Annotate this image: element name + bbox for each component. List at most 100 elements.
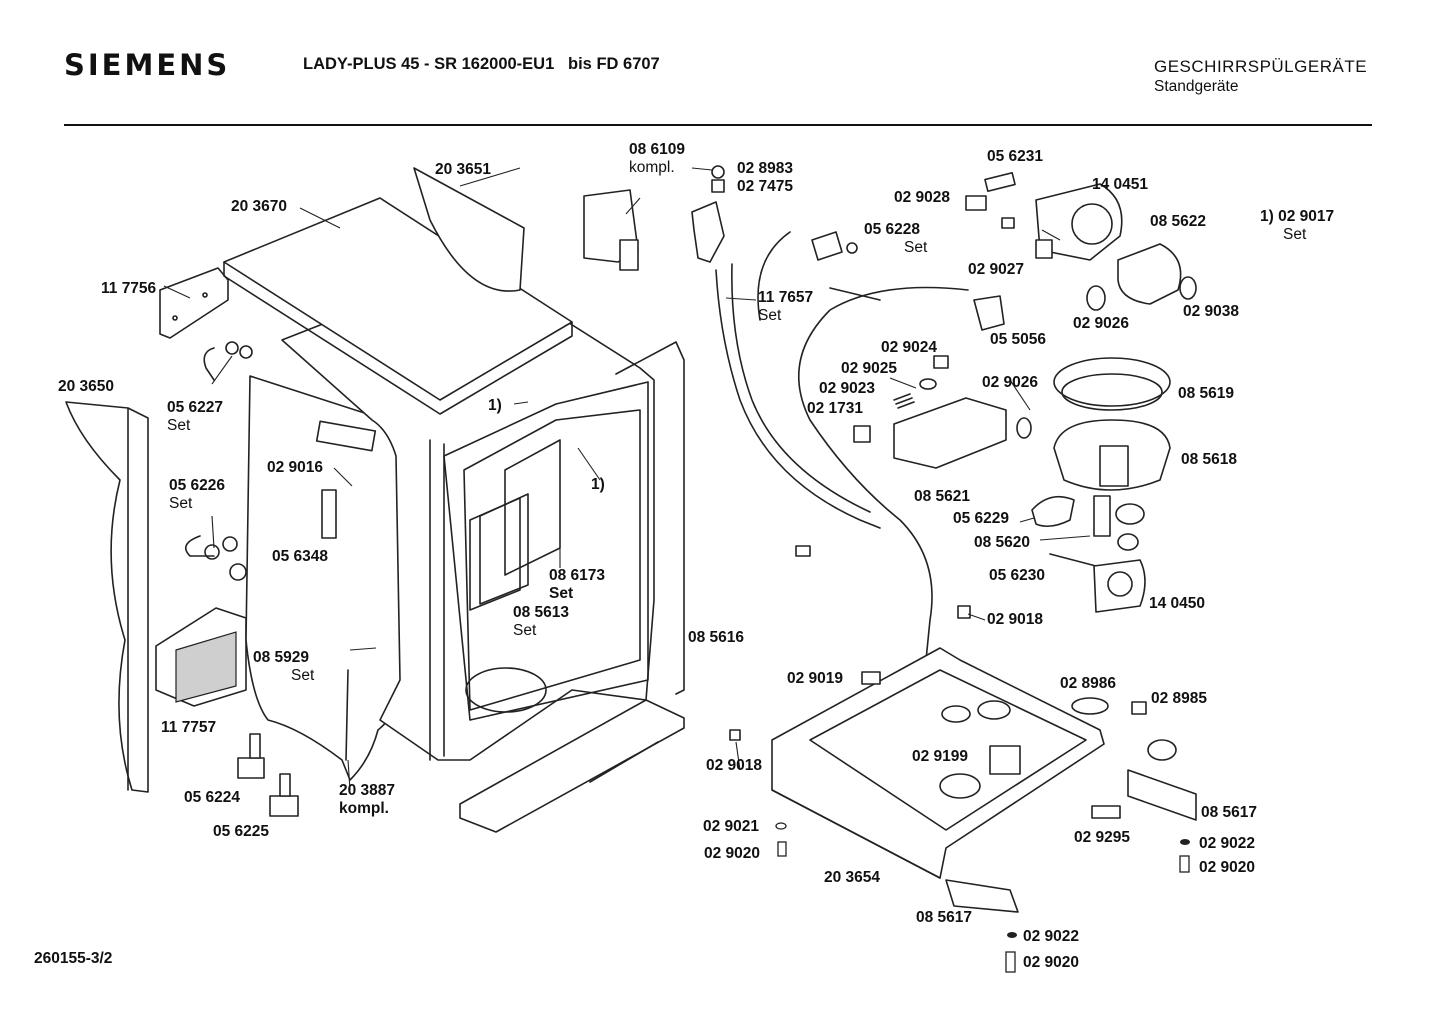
door-gasket: [615, 341, 685, 695]
base-boss: [941, 705, 971, 723]
seal-ring: [846, 242, 858, 254]
rear-panel: [413, 167, 525, 292]
label-02-9020a: 02 9020: [704, 845, 761, 862]
label-02-9020b: 02 9020: [1199, 859, 1256, 876]
fitting-02-7475: [711, 179, 725, 193]
leader-line: [211, 355, 233, 385]
outlet-tube: [1093, 495, 1111, 537]
leader-line: [967, 613, 986, 621]
clip-02-9018: [729, 729, 741, 741]
float-switch-02-9199: [989, 745, 1021, 775]
washer-icon: [1007, 932, 1017, 938]
capacitor-05-6231: [984, 171, 1016, 193]
small-block: [1001, 217, 1015, 229]
label-05-6231: 05 6231: [987, 148, 1044, 165]
label-20-3650: 20 3650: [58, 378, 115, 395]
model-title: LADY-PLUS 45 - SR 162000-EU1 bis FD 6707: [303, 55, 660, 73]
motor-bore: [1071, 203, 1113, 245]
pressure-switch-1-stem: [249, 733, 261, 759]
label-02-9026b: 02 9026: [982, 374, 1039, 391]
label-11-7757: 11 7757: [161, 719, 217, 736]
bottom-rail: [459, 699, 685, 833]
leader-line: [333, 467, 353, 487]
hose-clamp: [225, 341, 239, 355]
label-08-5618: 08 5618: [1181, 451, 1238, 468]
coil-cable: [1147, 739, 1177, 761]
leader-line: [1019, 517, 1035, 523]
label-08-5616: 08 5616: [688, 629, 745, 646]
o-ring-02-9026b: [1016, 417, 1032, 439]
leader-line: [211, 515, 215, 549]
label-02-9023: 02 9023: [819, 380, 876, 397]
inlet-valve: [811, 231, 843, 261]
label-02-9025: 02 9025: [841, 360, 898, 377]
label-footnote-1a: 1): [488, 397, 502, 414]
switch-02-9024: [933, 355, 949, 369]
fill-hose: [757, 231, 791, 321]
brand-logo: SIEMENS: [64, 48, 231, 82]
washer-icon: [1180, 839, 1190, 845]
label-02-9016: 02 9016: [267, 459, 324, 476]
insulation-fill: [175, 631, 237, 703]
base-tray-front: [771, 789, 941, 879]
thermostat-02-1731: [853, 425, 871, 443]
float-02-8986: [1071, 697, 1109, 715]
base-boss: [977, 700, 1011, 720]
label-02-8983: 02 8983: [737, 160, 794, 177]
label-02-7475: 02 7475: [737, 178, 794, 195]
label-footnote-1b: 1): [591, 476, 605, 493]
bracket-02-9019: [861, 671, 881, 685]
header-rule: [64, 124, 1372, 126]
hose-clamp: [229, 563, 247, 581]
label-08-5621: 08 5621: [914, 488, 971, 505]
label-20-3654: 20 3654: [824, 869, 881, 886]
heater-block-08-5621: [893, 397, 1007, 469]
pump-cover-08-5622: [1117, 243, 1182, 305]
label-14-0451: 14 0451: [1092, 176, 1149, 193]
leader-line: [725, 297, 757, 301]
label-20-3651: 20 3651: [435, 161, 492, 178]
label-02-9021: 02 9021: [703, 818, 760, 835]
leader-line: [625, 197, 641, 215]
door-slot: [315, 420, 377, 452]
label-02-9027: 02 9027: [968, 261, 1025, 278]
leader-line: [1041, 229, 1061, 241]
bottom-rail-slot: [589, 741, 659, 783]
label-08-5622: 08 5622: [1150, 213, 1207, 230]
label-02-9018a: 02 9018: [987, 611, 1044, 628]
pressure-switch-2-stem: [279, 773, 291, 797]
label-02-8985: 02 8985: [1151, 690, 1208, 707]
connector-plug: [795, 545, 811, 557]
label-05-5056: 05 5056: [990, 331, 1047, 348]
o-ring-02-9026: [1086, 285, 1106, 311]
label-08-5619: 08 5619: [1178, 385, 1235, 402]
base-tray-inner: [809, 669, 1087, 831]
leader-line: [889, 377, 917, 389]
label-02-9028: 02 9028: [894, 189, 951, 206]
label-08-5617a: 08 5617: [1201, 804, 1258, 821]
leader-line: [1009, 379, 1031, 411]
label-05-6230: 05 6230: [989, 567, 1046, 584]
tub-sump: [465, 667, 547, 713]
subcategory-title: Standgeräte: [1154, 78, 1239, 95]
label-02-9018b: 02 9018: [706, 757, 763, 774]
label-05-6225: 05 6225: [213, 823, 270, 840]
leader-line: [347, 759, 351, 791]
overflow-hose: [829, 287, 881, 301]
bushing-02-9027: [1035, 239, 1053, 259]
document-number: 260155-3/2: [34, 950, 113, 967]
leader-line: [349, 647, 377, 651]
label-02-9024: 02 9024: [881, 339, 938, 356]
microswitch-02-8985: [1131, 701, 1147, 715]
screw-icon: [1005, 951, 1016, 973]
motor-housing-14-0451: [1035, 183, 1123, 261]
